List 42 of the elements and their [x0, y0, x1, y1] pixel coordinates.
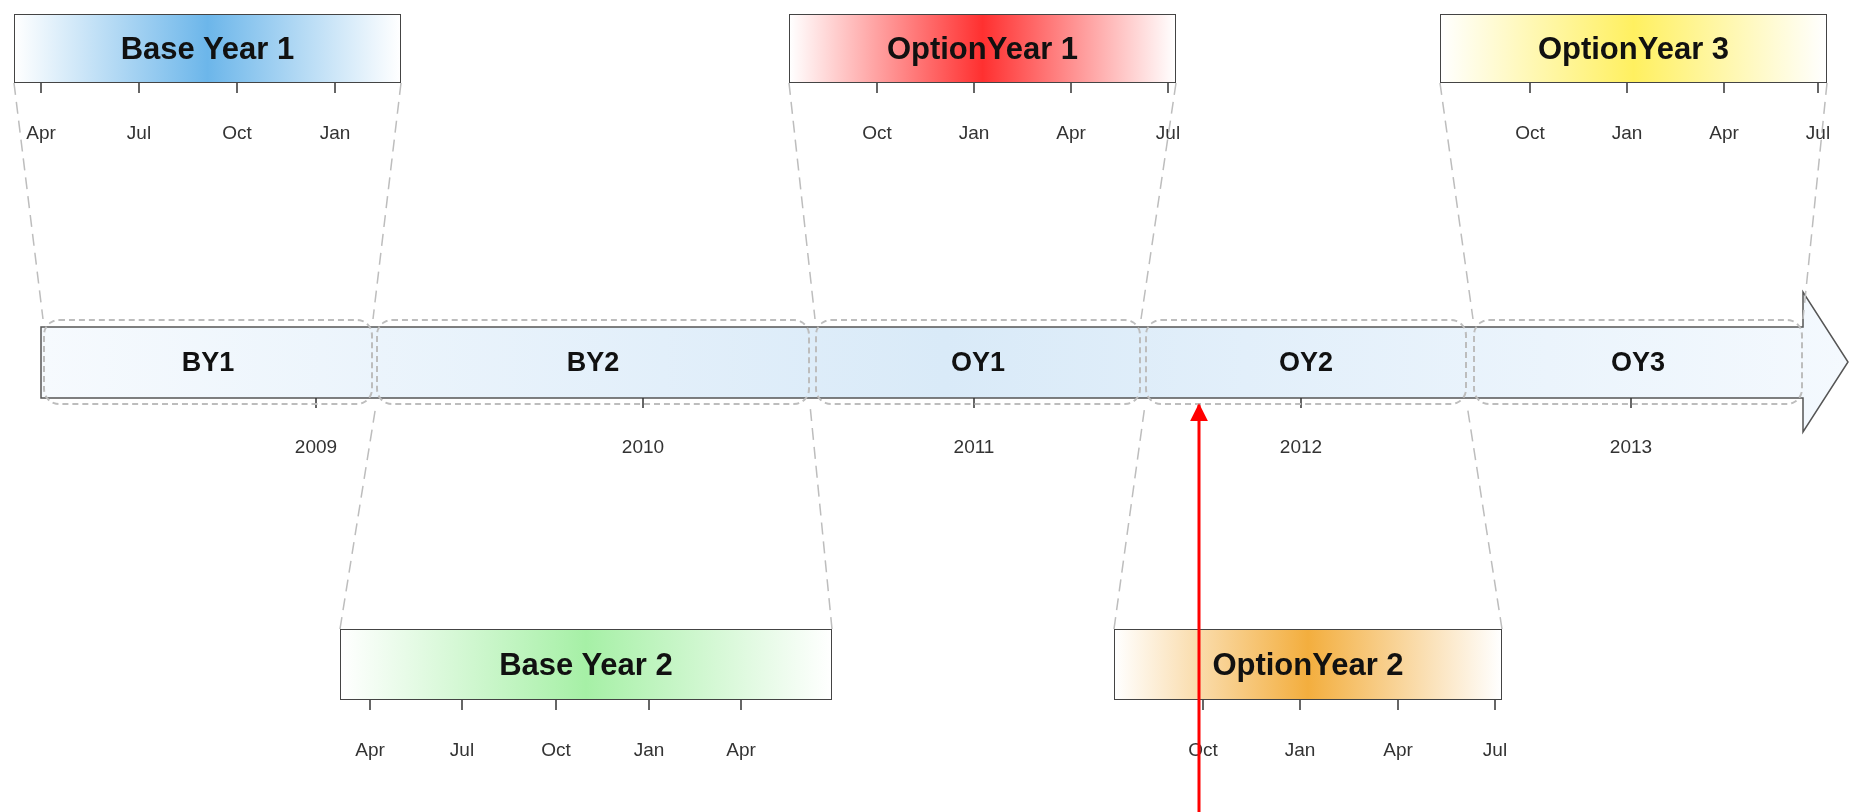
timeline-segment: BY1 [43, 319, 373, 405]
timeline-segment: OY3 [1473, 319, 1803, 405]
axis-label: Jul [1482, 739, 1508, 761]
axis-label: Jan [958, 122, 990, 144]
axis-label: Apr [355, 739, 385, 761]
projection-line [372, 82, 402, 320]
axis-label: Jan [319, 122, 351, 144]
axis-label: Jan [1611, 122, 1643, 144]
projection-line [1802, 82, 1828, 320]
axis-label: Oct [862, 122, 892, 144]
period-box: Base Year 2 [340, 629, 832, 700]
axis-label: 2011 [953, 436, 995, 458]
axis-label: Jul [1805, 122, 1831, 144]
axis-label: Apr [1056, 122, 1086, 144]
projection-line [1140, 82, 1177, 320]
period-box: OptionYear 1 [789, 14, 1176, 83]
period-box: OptionYear 3 [1440, 14, 1827, 83]
axis-label: Oct [541, 739, 571, 761]
timeline-segment: OY2 [1145, 319, 1467, 405]
axis-label: Jan [633, 739, 665, 761]
projection-line [1439, 82, 1474, 320]
axis-label: Oct [1515, 122, 1545, 144]
axis-label: Jul [1155, 122, 1181, 144]
axis-label: 2009 [294, 436, 338, 458]
axis-label: 2012 [1279, 436, 1323, 458]
axis-label: Oct [222, 122, 252, 144]
axis-label: Jul [126, 122, 152, 144]
axis-label: Apr [1383, 739, 1413, 761]
pointer-arrow [1190, 403, 1208, 812]
axis-label: 2010 [621, 436, 665, 458]
axis-label: Apr [26, 122, 56, 144]
axis-label: Apr [726, 739, 756, 761]
timeline-segment: OY1 [815, 319, 1141, 405]
period-box: OptionYear 2 [1114, 629, 1502, 700]
projection-line [788, 82, 816, 320]
axis-label: Apr [1709, 122, 1739, 144]
axis-label: Jul [449, 739, 475, 761]
axis-label: Jan [1284, 739, 1316, 761]
axis-label: 2013 [1609, 436, 1653, 458]
timeline-segment: BY2 [376, 319, 810, 405]
projection-line [13, 82, 44, 320]
period-box: Base Year 1 [14, 14, 401, 83]
